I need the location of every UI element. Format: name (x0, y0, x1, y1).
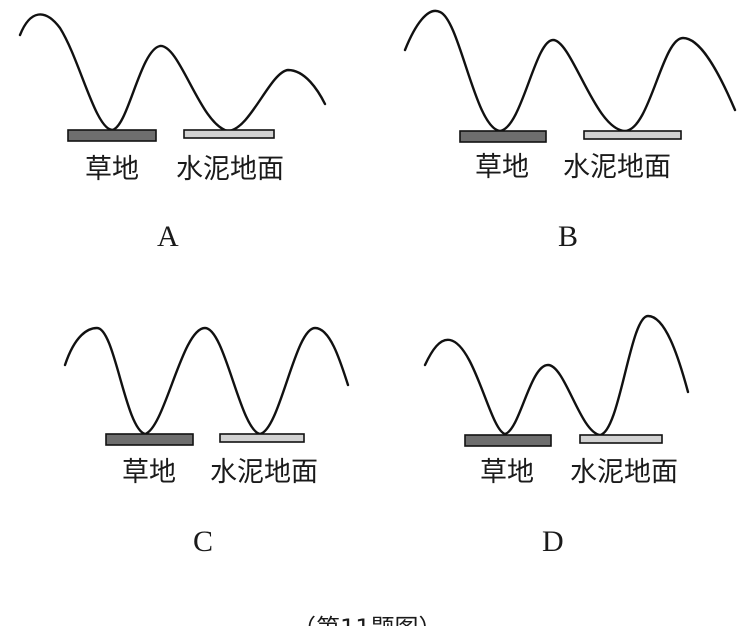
bounce-curve (63, 326, 350, 436)
bounce-curve (403, 9, 737, 133)
cement-bar (583, 130, 682, 140)
grass-bar (459, 130, 547, 143)
grass-label: 草地 (122, 457, 176, 488)
grass-bar (105, 433, 194, 446)
panel-a: 草地 水泥地面 A (18, 13, 327, 253)
panel-c: 草地 水泥地面 C (63, 326, 350, 558)
grass-label: 草地 (85, 154, 139, 185)
cement-label: 水泥地面 (563, 152, 671, 183)
option-label: C (193, 525, 213, 558)
cement-bar (183, 129, 275, 139)
cement-bar (579, 434, 663, 444)
grass-bar (67, 129, 157, 142)
figure-caption: （第11题图） (292, 614, 443, 626)
option-label: D (542, 525, 564, 558)
grass-bar (464, 434, 552, 447)
option-label: B (558, 220, 578, 253)
panel-d: 草地 水泥地面 D (423, 314, 690, 558)
cement-label: 水泥地面 (210, 457, 318, 488)
grass-label: 草地 (480, 457, 534, 488)
cement-bar (219, 433, 305, 443)
cement-label: 水泥地面 (570, 457, 678, 488)
bounce-curve (18, 13, 327, 133)
grass-label: 草地 (475, 152, 529, 183)
option-label: A (157, 220, 179, 253)
cement-label: 水泥地面 (176, 154, 284, 185)
bounce-curve (423, 314, 690, 437)
panel-b: 草地 水泥地面 B (403, 9, 737, 253)
